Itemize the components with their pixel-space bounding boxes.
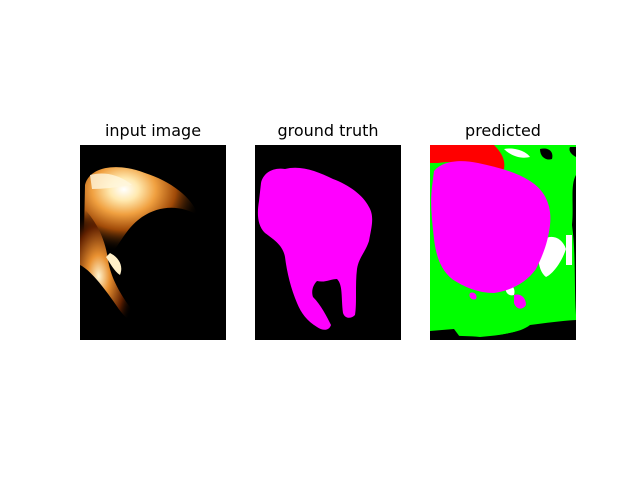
predicted-mask [430, 145, 576, 340]
input-image-panel [80, 145, 226, 340]
predicted-panel [430, 145, 576, 340]
panel-title-predicted: predicted [465, 121, 541, 140]
panel-title-input: input image [104, 121, 202, 140]
ground-truth-panel [255, 145, 401, 340]
input-image [80, 145, 226, 340]
ground-truth-mask [255, 145, 401, 340]
panel-title-ground-truth: ground truth [277, 121, 379, 140]
